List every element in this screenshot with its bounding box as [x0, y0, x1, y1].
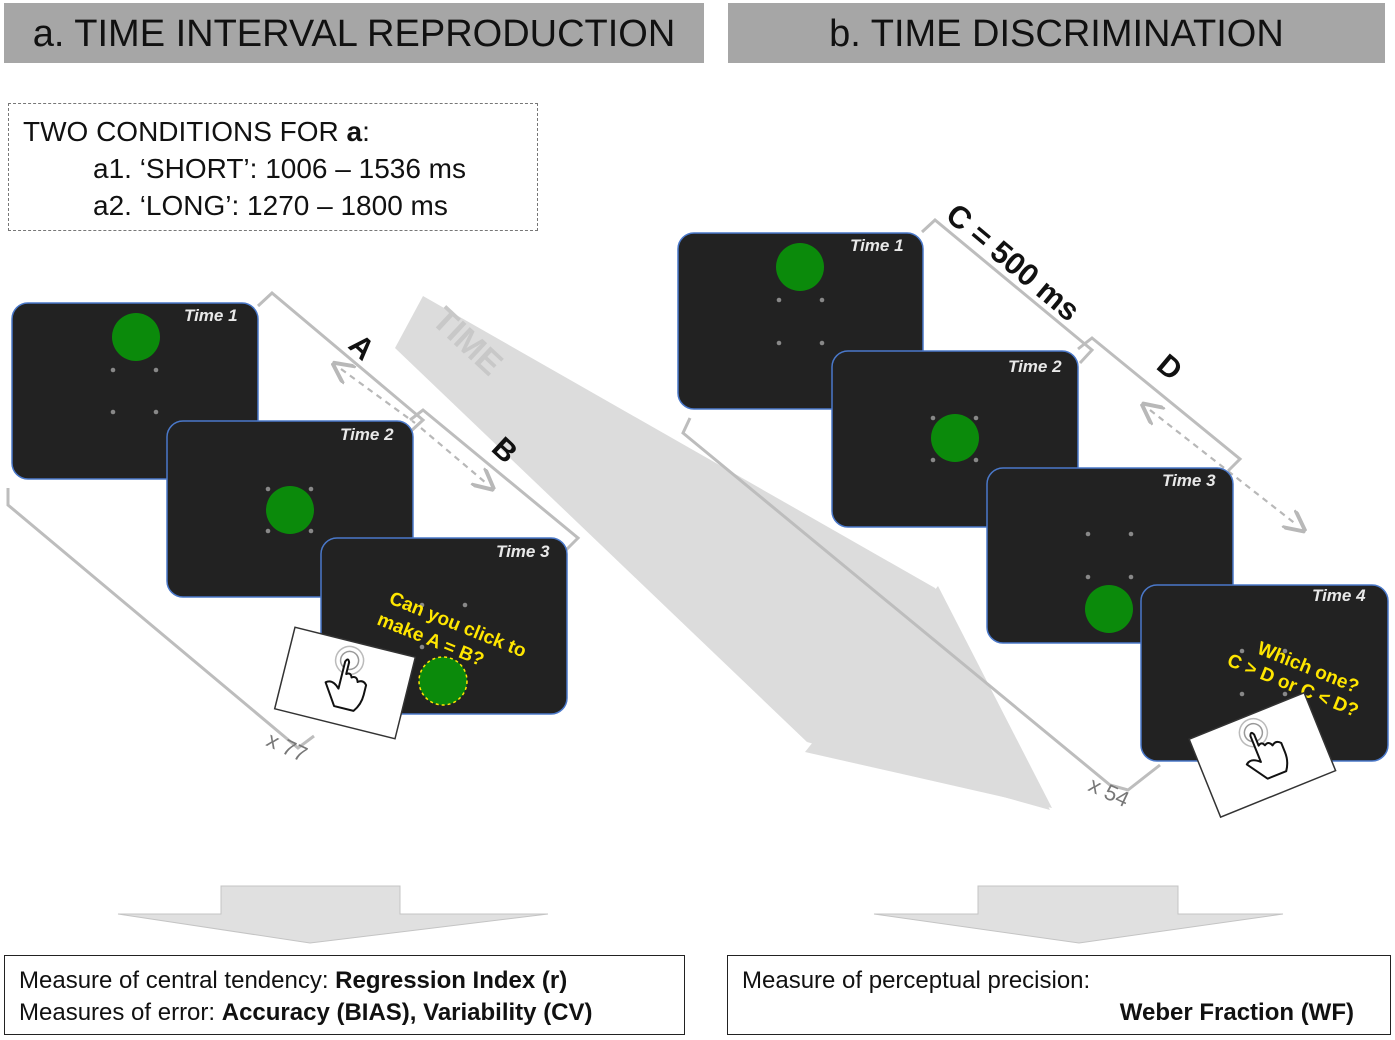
result-a-line2-bold: Accuracy (BIAS), Variability (CV): [221, 999, 593, 1026]
screen-a2-label: Time 2: [340, 425, 394, 444]
interval-label-d: D: [1151, 348, 1189, 387]
time-arrow-head: [805, 586, 1052, 808]
bracket-interval-a: [256, 290, 426, 434]
repetitions-b: x 54: [1085, 772, 1133, 812]
dashed-arrow-b: [420, 427, 486, 483]
stimulus-circle: [776, 243, 824, 291]
conditions-title-suffix: :: [362, 116, 370, 147]
conditions-box: TWO CONDITIONS FOR a: a1. ‘SHORT’: 1006 …: [8, 103, 538, 231]
screen-a3-label: Time 3: [496, 542, 550, 561]
conditions-title-bold: a: [346, 116, 363, 147]
screen-a1-label: Time 1: [184, 306, 238, 325]
repetitions-a: x 77: [263, 727, 311, 767]
condition-long: a2. ‘LONG’: 1270 – 1800 ms: [93, 190, 448, 221]
result-a-line2: Measures of error: Accuracy (BIAS), Vari…: [19, 996, 593, 1029]
pointing-hand-icon: [1238, 717, 1289, 780]
conditions-title-prefix: TWO CONDITIONS FOR: [23, 116, 347, 147]
header-panel-a: a. TIME INTERVAL REPRODUCTION: [4, 3, 704, 63]
pointing-hand-icon: [324, 645, 368, 712]
bracket-interval-b: [409, 408, 581, 553]
results-box-b: Measure of perceptual precision: Weber F…: [727, 955, 1391, 1035]
stimulus-circle: [1085, 585, 1133, 633]
screen-b4-label: Time 4: [1312, 586, 1366, 605]
condition-short: a1. ‘SHORT’: 1006 – 1536 ms: [93, 153, 467, 184]
screen-b1-label: Time 1: [850, 236, 904, 255]
interval-label-a: A: [342, 328, 380, 367]
dashed-arrow-d: [1150, 410, 1297, 525]
screen-b3-label: Time 3: [1162, 471, 1216, 490]
click-card-b[interactable]: [1188, 691, 1337, 819]
result-b-line2: Weber Fraction (WF): [1119, 999, 1354, 1026]
result-a-line1: Measure of central tendency: Regression …: [19, 964, 567, 997]
result-a-line2-prefix: Measures of error:: [19, 999, 222, 1026]
result-arrow-b: [873, 885, 1284, 944]
bracket-trial-a: [6, 488, 315, 750]
dashed-arrow-a: [341, 369, 416, 424]
stimulus-circle: [112, 313, 160, 361]
result-a-line1-prefix: Measure of central tendency:: [19, 967, 336, 994]
results-box-a: Measure of central tendency: Regression …: [4, 955, 685, 1035]
result-a-line1-bold: Regression Index (r): [335, 967, 568, 994]
click-card-a[interactable]: [273, 626, 417, 740]
bracket-interval-c: [920, 218, 1095, 365]
stimulus-circle: [266, 486, 314, 534]
screen-b2-label: Time 2: [1008, 357, 1062, 376]
response-circle[interactable]: [418, 656, 468, 706]
bracket-trial-b: [681, 417, 1161, 792]
result-b-line1: Measure of perceptual precision:: [742, 967, 1091, 994]
interval-label-c: C = 500 ms: [940, 197, 1087, 328]
header-panel-b: b. TIME DISCRIMINATION: [728, 3, 1385, 63]
result-arrow-a: [117, 885, 549, 944]
bracket-interval-d: [1077, 336, 1243, 473]
conditions-title: TWO CONDITIONS FOR a:: [23, 113, 370, 150]
stimulus-circle: [931, 414, 979, 462]
